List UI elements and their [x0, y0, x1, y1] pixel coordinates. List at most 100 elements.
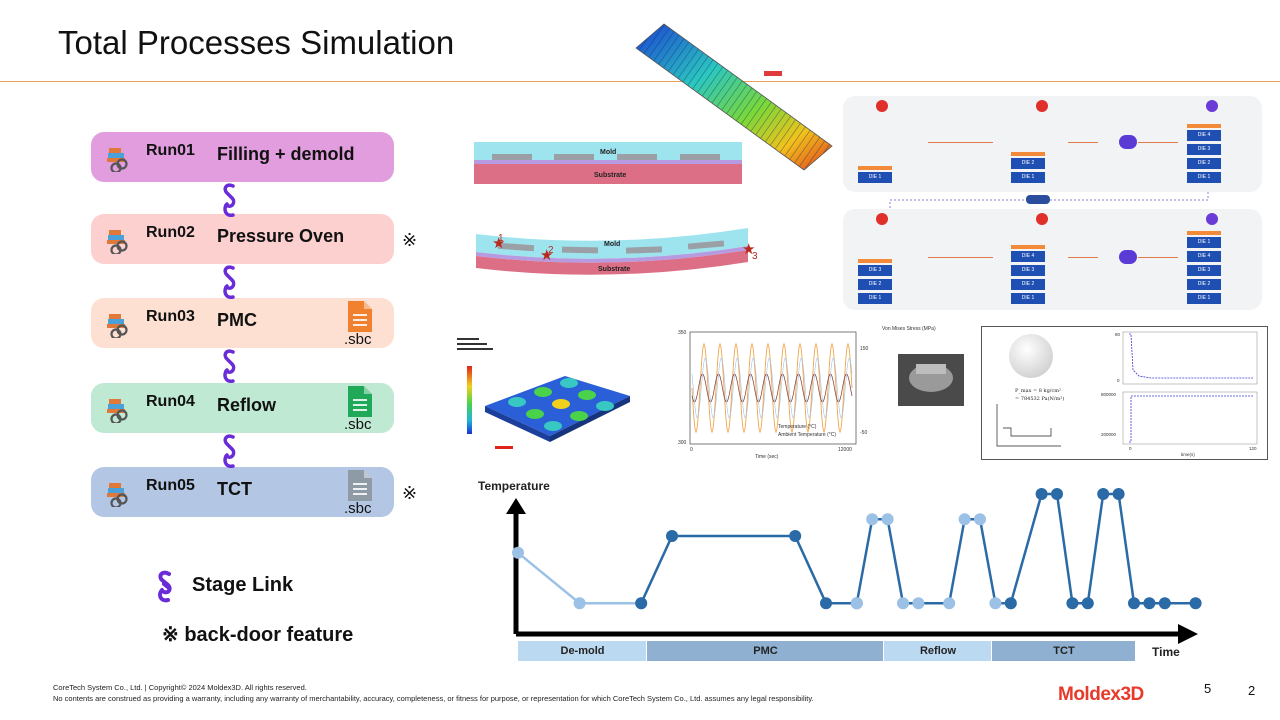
- stage-badge: [1206, 213, 1218, 225]
- series-point: [850, 597, 863, 610]
- substrate-label-warped: Substrate: [598, 266, 630, 273]
- series-point: [666, 530, 678, 542]
- sbc-file-label: .sbc: [344, 416, 372, 433]
- legend-von-mises: Von Mises Stress (MPa): [882, 326, 936, 332]
- mold-layer: [858, 259, 892, 263]
- substrate-label: Substrate: [594, 172, 626, 179]
- x-tick-0: 0: [690, 447, 693, 453]
- mold-label: Mold: [600, 149, 616, 156]
- mold-substrate-warped-image: Mold Substrate ★ 1 ★ 2 ★ 3: [476, 228, 758, 275]
- run-stack-icon: [107, 314, 128, 338]
- series-point: [881, 513, 894, 526]
- stress-contour-3d-image: [455, 336, 655, 454]
- series-point: [1051, 488, 1063, 500]
- y-axis-arrow: [506, 498, 526, 514]
- stage-link-icon: [223, 349, 236, 384]
- series-point: [1066, 597, 1079, 610]
- legend-temperature: Temperature (°C): [778, 424, 817, 430]
- die-block: DIE 1: [1187, 237, 1221, 248]
- series-point: [1158, 597, 1171, 610]
- oven-formula-1: P_max = 8 kg/cm²: [1015, 388, 1061, 394]
- sbc-file-icon: [348, 470, 372, 501]
- backdoor-marker: ※: [402, 230, 418, 250]
- legend-stage-link-label: Stage Link: [192, 574, 294, 596]
- y-right-tick-neg50: -50: [860, 430, 867, 436]
- die-block: DIE 4: [1187, 251, 1221, 262]
- segment-pmc: [647, 641, 883, 661]
- stage-badge: [876, 213, 888, 225]
- run-stack-icon: [107, 230, 128, 254]
- stage-arrow: [1068, 257, 1098, 258]
- oven-bottom-tick-200000: 200000: [1101, 432, 1117, 437]
- stage-arrow: [1068, 142, 1098, 143]
- sbc-file-label: .sbc: [344, 331, 372, 348]
- y-left-tick-350: 350: [678, 330, 687, 336]
- segment-reflow: [884, 641, 991, 661]
- run-id: Run03: [146, 308, 195, 325]
- point-label-1: 1: [498, 233, 504, 244]
- series-point: [943, 597, 956, 610]
- slide-number-b: 2: [1248, 683, 1256, 698]
- die-block: DIE 4: [1187, 130, 1221, 141]
- point-label-3: 3: [752, 251, 758, 262]
- series-point: [820, 597, 832, 610]
- stage-arrow: [1138, 142, 1178, 143]
- series-point: [1035, 488, 1048, 500]
- die-block: DIE 2: [1011, 158, 1045, 169]
- segment-tct: [992, 641, 1135, 661]
- moldex3d-logo: Moldex3D: [1058, 684, 1144, 705]
- pressure-oven-plot: P_max = 8 kg/cm² = 784532 Pa(N/m²) 80 0 …: [981, 326, 1268, 460]
- sbc-file-icon: [348, 301, 372, 332]
- ambient-wave: [691, 357, 853, 419]
- oven-x-label: time(s): [1181, 452, 1195, 457]
- die-block: DIE 2: [1187, 279, 1221, 290]
- mold-layer: [1187, 231, 1221, 235]
- run-id: Run04: [146, 393, 195, 410]
- segment-label: TCT: [1053, 645, 1075, 657]
- y-right-tick-150: 150: [860, 346, 869, 352]
- stage-arrow: [928, 257, 993, 258]
- stress-temperature-plot: 350 300 150 -50 0 12000 Time (sec) Von M…: [660, 324, 978, 462]
- run-stack-icon: [107, 148, 128, 172]
- segment-label: PMC: [753, 645, 778, 657]
- stage-link-icon: [223, 183, 236, 218]
- series-point: [789, 530, 802, 542]
- segment-label: Reflow: [920, 645, 957, 657]
- run-stack-icon: [107, 483, 128, 507]
- series-point: [1189, 597, 1202, 610]
- die-block: DIE 3: [1011, 265, 1045, 276]
- oven-x-tick-0: 0: [1129, 446, 1132, 451]
- stage-arrow: [928, 142, 993, 143]
- backdoor-marker: ※: [402, 483, 418, 503]
- series-point: [1004, 597, 1017, 610]
- mold-substrate-flat-image: Mold Substrate: [474, 142, 742, 184]
- process-series: [512, 488, 1202, 610]
- x-axis-label: Time (sec): [755, 454, 779, 460]
- oven-top-tick-80: 80: [1115, 332, 1121, 337]
- series-line-tct: [1009, 492, 1196, 605]
- series-point: [1143, 597, 1156, 610]
- run-id: Run02: [146, 224, 195, 241]
- pmc-step-pill: [1119, 135, 1137, 149]
- series-line-reflow: [855, 517, 1011, 605]
- point-label-2: 2: [548, 245, 554, 256]
- series-point: [989, 597, 1002, 610]
- footer-line-1: CoreTech System Co., Ltd. | Copyright© 2…: [53, 683, 307, 692]
- slide-number-a: 5: [1204, 681, 1212, 696]
- die-block: DIE 1: [1187, 172, 1221, 183]
- series-point: [1112, 488, 1125, 500]
- solder-bumps: [508, 378, 614, 431]
- series-line-de-mold: [517, 551, 642, 605]
- stage-badge: [1036, 213, 1048, 225]
- title-divider: [0, 81, 1280, 82]
- run-id: Run05: [146, 477, 195, 494]
